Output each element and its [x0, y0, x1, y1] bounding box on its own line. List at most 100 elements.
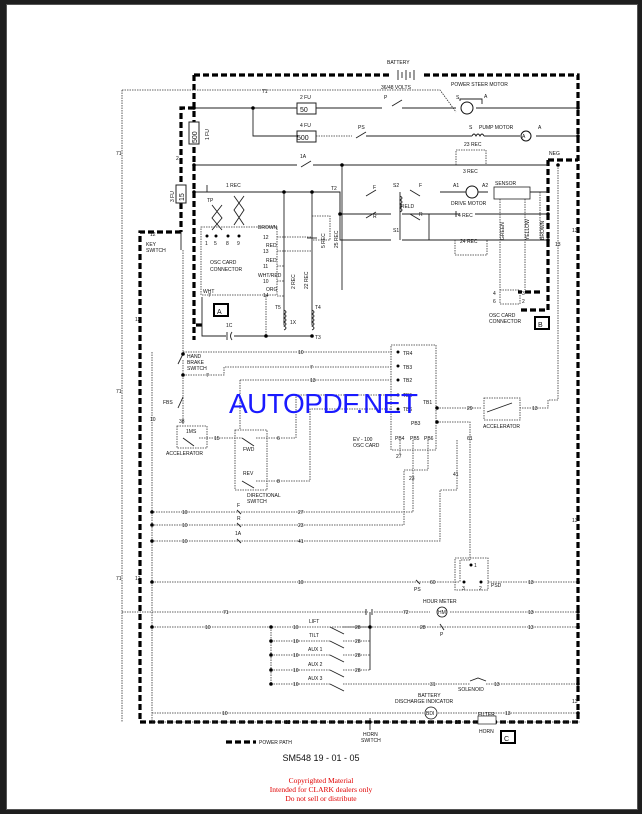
- svg-text:10: 10: [293, 682, 299, 688]
- svg-text:A2: A2: [482, 183, 488, 189]
- section-marker-c: C: [500, 730, 516, 744]
- svg-text:10: 10: [263, 279, 269, 285]
- power-steer-motor: POWER STEER MOTOR S A: [451, 82, 508, 115]
- ladder-row-r: 10 R 23: [150, 516, 304, 529]
- svg-text:A: A: [522, 134, 526, 140]
- wire-10-bdi: 10: [222, 711, 228, 717]
- svg-text:10: 10: [182, 523, 188, 529]
- svg-text:BROWN: BROWN: [258, 225, 278, 231]
- svg-text:SWITCH: SWITCH: [361, 738, 381, 744]
- fbs-switch: FBS 38: [163, 396, 185, 425]
- ladder-row-lift: 10 28 P 13: [150, 623, 534, 638]
- rec-22-label: 22 REC: [304, 271, 310, 289]
- contact-f2-label: F: [419, 183, 422, 189]
- svg-text:A: A: [217, 309, 222, 316]
- copyright-line-1: Copyrighted Material: [288, 776, 354, 785]
- svg-text:A: A: [538, 125, 542, 131]
- svg-text:C: C: [504, 736, 509, 743]
- legend-power-path: POWER PATH: [226, 740, 292, 746]
- svg-text:29: 29: [467, 406, 473, 412]
- svg-text:10: 10: [182, 510, 188, 516]
- svg-text:13: 13: [494, 682, 500, 688]
- svg-text:15: 15: [214, 436, 220, 442]
- osc-card-connector-b: 4 3 6 2 OSC CARD CONNECTOR: [489, 289, 525, 325]
- svg-text:10: 10: [298, 580, 304, 586]
- svg-text:ACCELERATOR: ACCELERATOR: [483, 424, 520, 430]
- svg-text:1: 1: [205, 241, 208, 247]
- svg-text:1: 1: [474, 563, 477, 569]
- wire-10-hb: 10: [298, 350, 304, 356]
- svg-text:AUX 1: AUX 1: [308, 647, 323, 653]
- rec-1-label: 1 REC: [226, 183, 241, 189]
- wire-color-yellow: YELLOW: [525, 219, 531, 240]
- svg-text:HORN: HORN: [479, 729, 494, 735]
- contact-r2-label: R: [419, 212, 423, 218]
- svg-text:10: 10: [293, 653, 299, 659]
- neg-label: NEG: [549, 151, 560, 157]
- svg-text:11: 11: [263, 264, 268, 270]
- svg-text:38: 38: [179, 419, 185, 425]
- rec-3-label: 3 REC: [463, 169, 478, 175]
- svg-text:SOLENOID: SOLENOID: [458, 687, 484, 693]
- ladder-row-ps: 10 PS 60 13: [150, 579, 534, 593]
- svg-text:9: 9: [237, 241, 240, 247]
- fuse-2fu: 50 2 FU: [296, 95, 317, 115]
- svg-text:POWER STEER MOTOR: POWER STEER MOTOR: [451, 82, 508, 88]
- svg-text:8: 8: [226, 241, 229, 247]
- wire-13-label-2: 13: [555, 242, 561, 248]
- svg-text:R: R: [237, 516, 241, 522]
- contactor-switch-glyphs: [307, 189, 460, 240]
- pump-motor: A S PUMP MOTOR A: [469, 125, 542, 142]
- svg-text:DIRECTIONAL: DIRECTIONAL: [247, 493, 281, 499]
- svg-text:1 FU: 1 FU: [205, 129, 211, 140]
- svg-text:TB2: TB2: [403, 378, 412, 384]
- document-page: [7, 5, 637, 809]
- wire-color-green: GREEN: [500, 222, 506, 240]
- svg-text:BATTERY: BATTERY: [418, 693, 441, 699]
- svg-text:13: 13: [528, 580, 534, 586]
- svg-text:3: 3: [462, 586, 465, 592]
- svg-text:2: 2: [479, 586, 482, 592]
- svg-text:HAND: HAND: [187, 354, 202, 360]
- battery-symbol: BATTERY 36/48 VOLTS: [381, 60, 424, 91]
- svg-text:PB6: PB6: [424, 436, 434, 442]
- svg-text:T3: T3: [315, 335, 321, 341]
- directional-switch: FWD REV 6 8 DIRECTIONAL SWITCH: [241, 436, 281, 505]
- svg-text:13: 13: [528, 610, 534, 616]
- svg-text:13: 13: [505, 711, 511, 717]
- ladder-row-1a: 10 1A 41: [150, 531, 304, 545]
- svg-text:RED: RED: [266, 258, 277, 264]
- svg-text:DRIVE MOTOR: DRIVE MOTOR: [451, 201, 487, 207]
- wire-2-label: 2: [176, 156, 179, 162]
- copyright-line-2: Intended for CLARK dealers only: [269, 785, 373, 794]
- wire-7-label: 7: [206, 373, 209, 379]
- svg-text:CONNECTOR: CONNECTOR: [210, 267, 243, 273]
- svg-text:4: 4: [493, 291, 496, 297]
- svg-text:T4: T4: [315, 305, 321, 311]
- svg-text:HOUR METER: HOUR METER: [423, 599, 457, 605]
- fuse-1fu: 500 1 FU: [188, 121, 211, 145]
- svg-text:TR4: TR4: [403, 351, 413, 357]
- ev100-osc-card: TR4 TB3 TB2 TB5 TB6 TB1 PB3 PB4 PB5 PB6 …: [353, 350, 434, 449]
- svg-text:28: 28: [355, 625, 361, 631]
- svg-text:A: A: [484, 94, 488, 100]
- svg-text:WHT/RED: WHT/RED: [258, 273, 282, 279]
- rec-5-label: 5 REC: [321, 233, 327, 248]
- wire-12-label-3: 12: [135, 576, 141, 582]
- fuse-4fu: 500 4 FU: [296, 123, 317, 143]
- valve-switch-tilt: TILT 10 28: [293, 633, 361, 649]
- svg-text:SWITCH: SWITCH: [187, 366, 207, 372]
- watermark: AUTOPDF.NET: [229, 388, 418, 419]
- wire-12-label-2: 12: [135, 317, 141, 323]
- svg-text:ACCELERATOR: ACCELERATOR: [166, 451, 203, 457]
- svg-text:TB1: TB1: [423, 400, 432, 406]
- svg-text:PS: PS: [414, 587, 421, 593]
- svg-text:23: 23: [298, 523, 304, 529]
- wire-13-label-3: 13: [572, 518, 578, 524]
- svg-text:S: S: [469, 125, 473, 131]
- svg-text:RED: RED: [266, 243, 277, 249]
- signal-wires: [121, 89, 580, 730]
- svg-text:6: 6: [277, 436, 280, 442]
- copyright-notice: Copyrighted Material Intended for CLARK …: [0, 776, 642, 803]
